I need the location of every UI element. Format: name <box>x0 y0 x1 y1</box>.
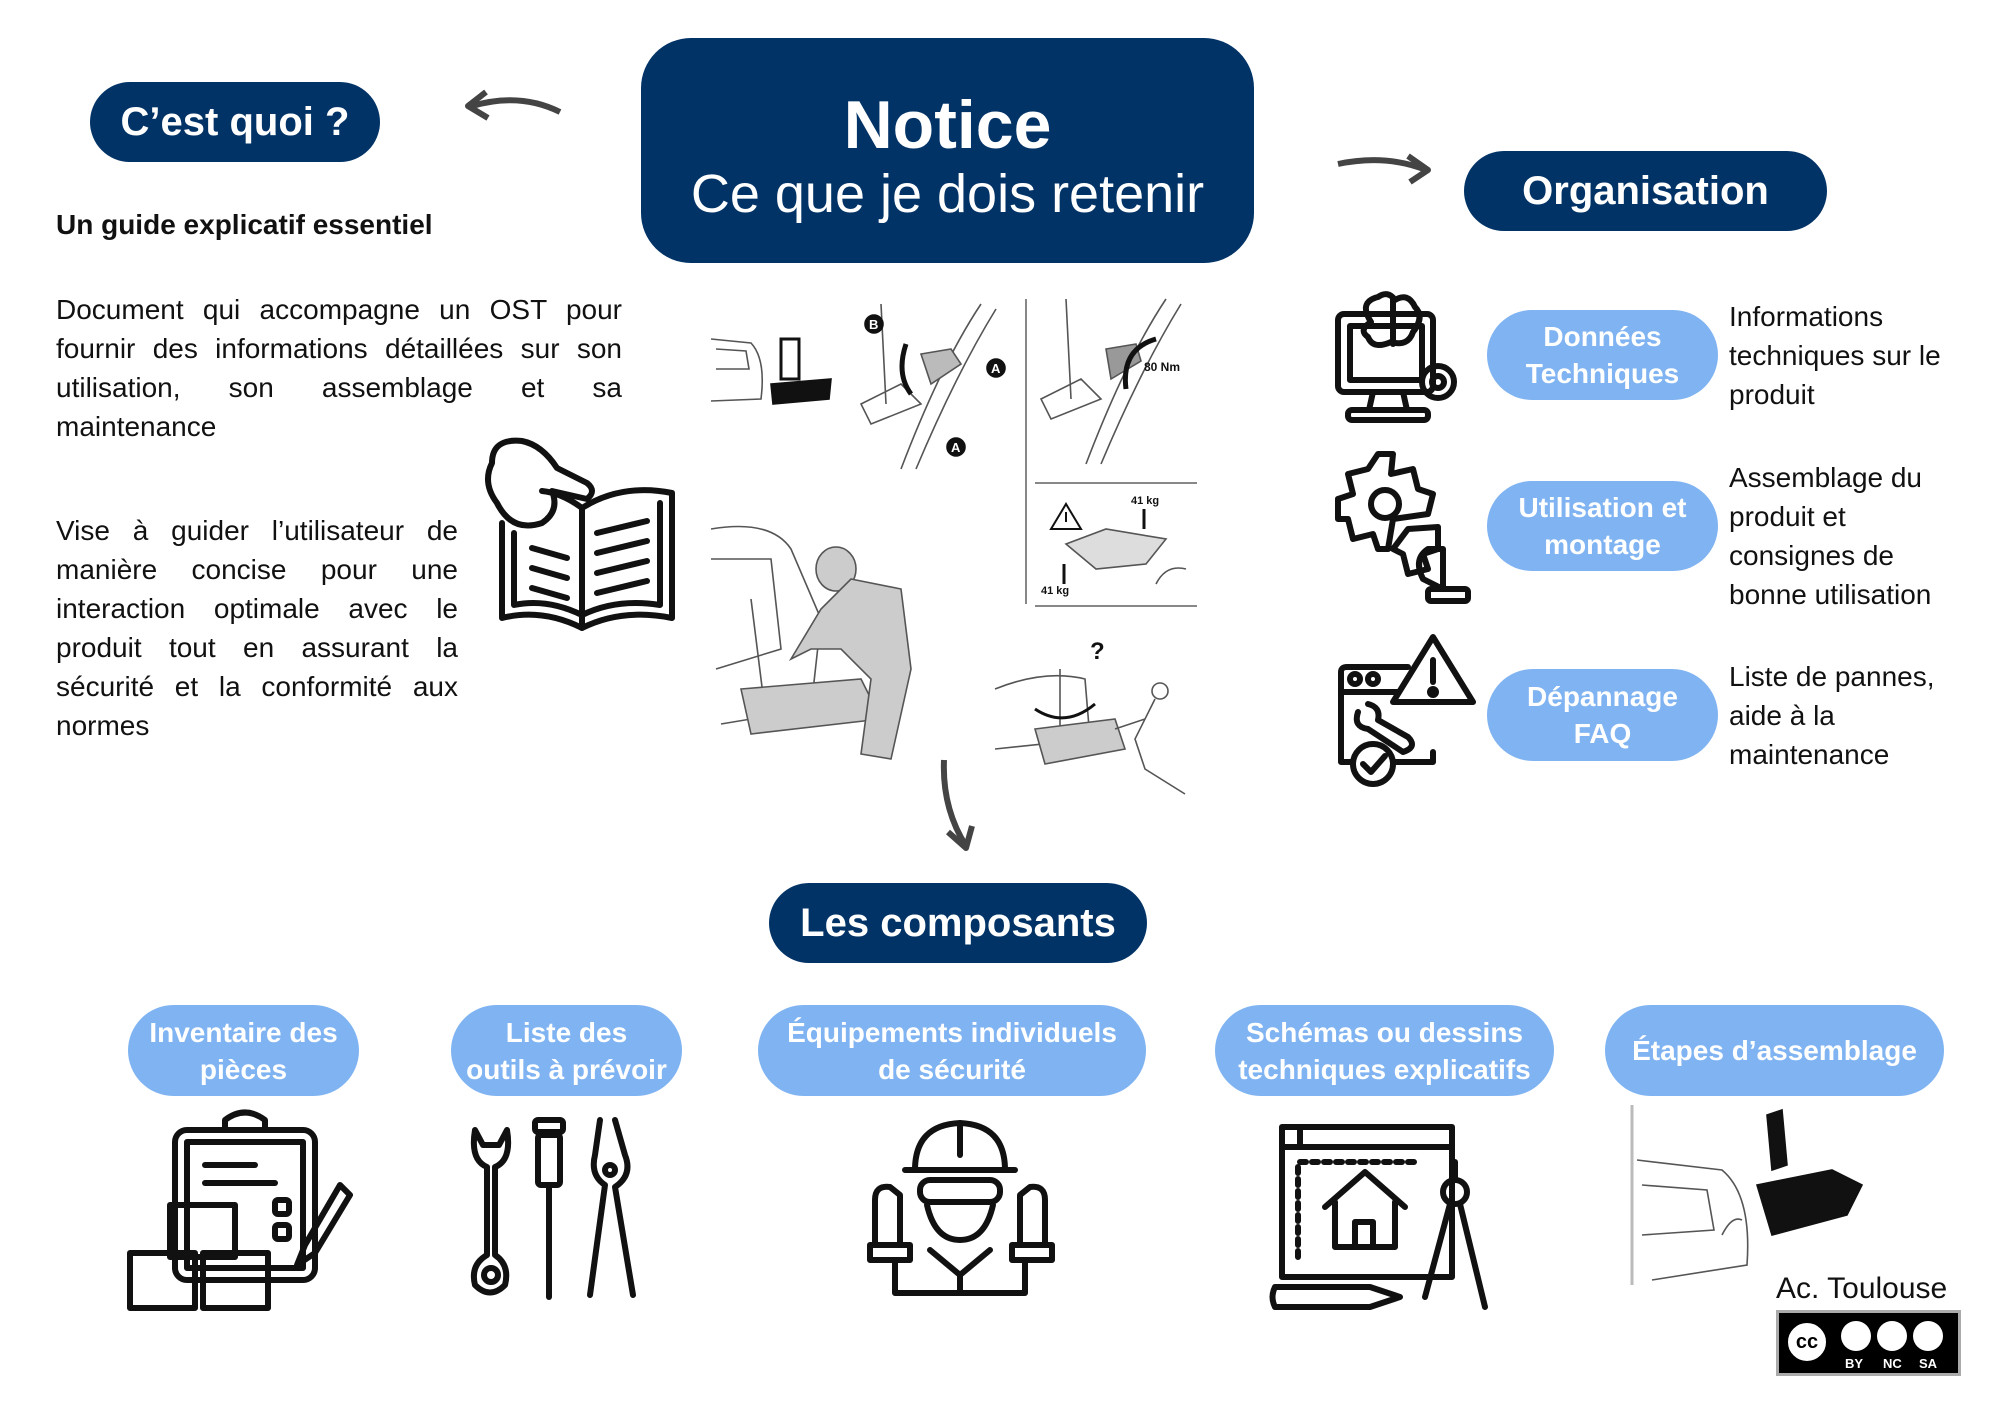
org-item-utilisation-montage: Utilisation et montage <box>1487 481 1718 571</box>
separator-vertical <box>1025 299 1027 604</box>
what-paragraph-1: Document qui accompagne un OST pour four… <box>56 294 622 442</box>
cc-logo-icon: cc <box>1785 1320 1829 1364</box>
organisation-pill: Organisation <box>1464 151 1827 231</box>
blueprint-compass-icon <box>1269 1124 1488 1310</box>
label-a: A <box>991 361 1001 376</box>
by-icon <box>1841 1321 1871 1351</box>
org-item-donnees-techniques: Données Techniques <box>1487 310 1718 400</box>
nc-icon <box>1877 1321 1907 1351</box>
weight-warning-sketch: 41 kg 41 kg <box>1041 495 1187 597</box>
arrow-right-icon <box>1337 153 1431 185</box>
component-epi: Équipements individuels de sécurité <box>758 1005 1146 1096</box>
person-installing-rack-sketch <box>710 525 912 760</box>
license-by: BY <box>1845 1356 1864 1371</box>
browser-wrench-warning-icon <box>1338 634 1476 787</box>
what-paragraph-2: Vise à guider l’utilisateur de manière c… <box>56 515 458 741</box>
gears-hand-icon <box>1335 451 1471 604</box>
cc-license-badge: cc BY NC SA <box>1776 1310 1961 1376</box>
arrow-down-icon <box>940 759 975 851</box>
computer-brain-gear-icon <box>1335 291 1457 423</box>
tools-icon <box>470 1117 636 1300</box>
weight-label-bottom: 41 kg <box>1041 585 1069 597</box>
assembly-step-image <box>1630 1105 1864 1285</box>
org-desc-utilisation-montage: Assemblage du produit et consignes de bo… <box>1729 462 1932 610</box>
manual-illustrations: B A A 80 Nm 41 kg 41 kg ? <box>710 298 1205 801</box>
label-a-2: A <box>951 440 961 455</box>
label-b: B <box>869 317 878 332</box>
author-label: Ac. Toulouse <box>1776 1272 1948 1305</box>
question-mark: ? <box>1090 638 1105 665</box>
page-subtitle: Ce que je dois retenir <box>690 164 1205 224</box>
book-pointing-hand-icon <box>485 437 675 631</box>
sa-icon <box>1913 1321 1943 1351</box>
component-outils: Liste des outils à prévoir <box>451 1005 682 1096</box>
page-title: Notice <box>843 87 1052 163</box>
worker-helmet-icon <box>867 1120 1055 1296</box>
torque-label: 80 Nm <box>1144 360 1180 374</box>
component-etapes: Étapes d’assemblage <box>1605 1005 1944 1096</box>
arrow-left-icon <box>465 89 562 121</box>
components-pill: Les composants <box>769 883 1147 963</box>
org-desc-donnees-techniques: Informations techniques sur le produit <box>1729 301 1941 410</box>
title-box: Notice Ce que je dois retenir <box>641 38 1254 263</box>
what-is-it-pill: C’est quoi ? <box>90 82 380 162</box>
component-inventaire: Inventaire des pièces <box>128 1005 359 1096</box>
torque-step-sketch: 80 Nm <box>1039 298 1182 465</box>
license-nc: NC <box>1883 1356 1902 1371</box>
license-sa: SA <box>1919 1356 1938 1371</box>
what-heading: Un guide explicatif essentiel <box>56 209 433 240</box>
separator-horizontal-2 <box>1035 605 1197 607</box>
tightening-step-sketch: B A A <box>859 303 1006 470</box>
org-item-depannage-faq: Dépannage FAQ <box>1487 669 1718 761</box>
car-bike-rack-small-sketch <box>710 337 832 405</box>
clipboard-boxes-icon <box>127 1109 353 1311</box>
separator-horizontal <box>1035 482 1197 484</box>
org-desc-depannage-faq: Liste de pannes, aide à la maintenance <box>1729 661 1935 770</box>
component-schemas: Schémas ou dessins techniques explicatif… <box>1215 1005 1554 1096</box>
weight-label-top: 41 kg <box>1131 495 1159 507</box>
person-kneeling-rack-sketch: ? <box>994 638 1186 795</box>
